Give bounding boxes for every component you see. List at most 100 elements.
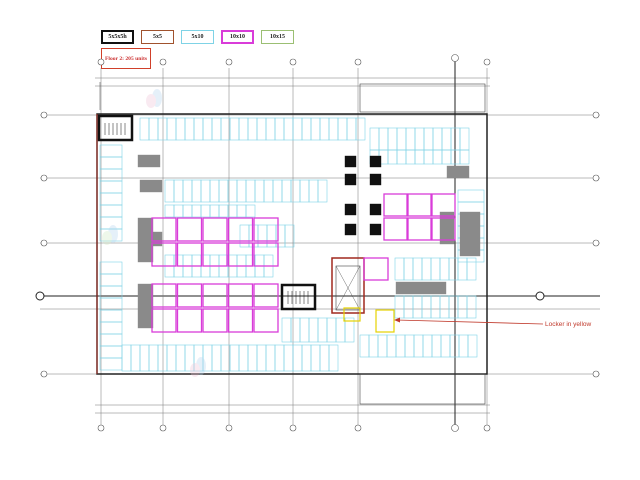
unit-5x10 xyxy=(394,257,405,281)
unit-5x10 xyxy=(459,149,470,165)
unit-5x10 xyxy=(218,179,229,203)
unit-5x10 xyxy=(130,344,141,372)
unit-5x10 xyxy=(432,149,443,165)
unit-5x10 xyxy=(414,149,425,165)
unit-10x10 xyxy=(431,193,456,217)
unit-5x10 xyxy=(283,117,294,141)
legend-5x10: 5x10 xyxy=(181,30,214,44)
unit-5x10 xyxy=(247,344,258,372)
unit-5x10 xyxy=(467,334,478,358)
unit-5x10 xyxy=(99,297,123,311)
unit-5x10 xyxy=(166,344,177,372)
unit-5x10 xyxy=(317,179,328,203)
unit-10x10 xyxy=(431,217,456,241)
unit-5x10 xyxy=(139,344,150,372)
unit-10x10 xyxy=(253,242,279,267)
storage-block-grey xyxy=(137,154,161,168)
unit-5x10 xyxy=(430,257,441,281)
unit-5x10 xyxy=(236,204,247,218)
unit-5x10 xyxy=(317,317,328,343)
unit-10x10 xyxy=(227,217,254,242)
unit-10x10 xyxy=(253,308,279,333)
unit-5x10 xyxy=(346,117,357,141)
unit-5x10 xyxy=(256,344,267,372)
unit-5x10 xyxy=(412,295,423,319)
unit-5x10 xyxy=(99,192,123,206)
unit-5x5x5h xyxy=(369,223,382,236)
unit-10x10 xyxy=(407,193,432,217)
unit-10x10 xyxy=(407,217,432,241)
unit-5x10 xyxy=(148,117,159,141)
unit-10x10 xyxy=(253,217,279,242)
unit-5x10 xyxy=(432,127,443,151)
unit-5x10 xyxy=(281,179,292,203)
grey-blocks-group xyxy=(137,154,481,329)
unit-5x10 xyxy=(99,261,123,275)
unit-5x10 xyxy=(220,344,231,372)
unit-5x10 xyxy=(191,179,202,203)
unit-5x10 xyxy=(396,149,407,165)
unit-5x10 xyxy=(193,117,204,141)
unit-5x10 xyxy=(412,257,423,281)
unit-5x10 xyxy=(274,344,285,372)
unit-5x10 xyxy=(218,204,229,218)
unit-5x5x5h xyxy=(369,173,382,186)
unit-5x5x5h xyxy=(344,155,357,168)
legend-10x15: 10x15 xyxy=(261,30,294,44)
unit-5x10 xyxy=(265,344,276,372)
unit-5x10 xyxy=(394,295,405,319)
unit-5x10 xyxy=(328,344,339,372)
unit-5x10 xyxy=(403,295,414,319)
unit-5x10 xyxy=(405,127,416,151)
unit-5x10 xyxy=(439,257,450,281)
unit-5x10 xyxy=(439,295,450,319)
unit-5x10 xyxy=(247,117,258,141)
unit-5x10 xyxy=(99,156,123,170)
unit-5x10 xyxy=(266,224,277,248)
unit-5x10 xyxy=(182,179,193,203)
unit-5x10 xyxy=(423,127,434,151)
unit-5x10 xyxy=(254,179,265,203)
unit-5x10 xyxy=(396,127,407,151)
unit-5x10 xyxy=(359,334,370,358)
units-5x5x5h-group xyxy=(344,155,382,236)
unit-5x10 xyxy=(377,334,388,358)
unit-5x10 xyxy=(292,117,303,141)
unit-5x10 xyxy=(301,344,312,372)
unit-5x10 xyxy=(175,344,186,372)
unit-5x10 xyxy=(139,117,150,141)
unit-5x10 xyxy=(99,321,123,335)
lockers-yellow xyxy=(343,307,395,333)
unit-10x10 xyxy=(176,308,203,333)
unit-5x10 xyxy=(441,127,452,151)
unit-5x10 xyxy=(173,204,184,218)
unit-5x10 xyxy=(448,257,459,281)
locker-unit xyxy=(375,309,395,333)
unit-5x10 xyxy=(99,309,123,323)
unit-10x10 xyxy=(176,242,203,267)
unit-10x10 xyxy=(151,283,177,308)
grid-lines xyxy=(40,60,600,430)
unit-5x10 xyxy=(423,149,434,165)
unit-5x10 xyxy=(200,204,211,218)
unit-5x10 xyxy=(299,317,310,343)
unit-5x10 xyxy=(319,117,330,141)
unit-5x10 xyxy=(466,257,477,281)
unit-5x10 xyxy=(378,127,389,151)
unit-5x10 xyxy=(99,168,123,182)
unit-5x10 xyxy=(164,204,175,218)
unit-5x10 xyxy=(310,117,321,141)
unit-5x10 xyxy=(344,317,355,343)
unit-10x10 xyxy=(227,242,254,267)
floor-unit-count-label: Floor 2: 205 units xyxy=(101,48,151,69)
unit-10x10 xyxy=(383,193,408,217)
locker-unit xyxy=(343,307,361,322)
unit-5x10 xyxy=(448,295,459,319)
unit-5x10 xyxy=(308,317,319,343)
unit-5x5x5h xyxy=(369,203,382,216)
unit-5x10 xyxy=(257,224,268,248)
unit-5x10 xyxy=(202,117,213,141)
unit-5x10 xyxy=(403,257,414,281)
unit-5x10 xyxy=(284,224,295,248)
